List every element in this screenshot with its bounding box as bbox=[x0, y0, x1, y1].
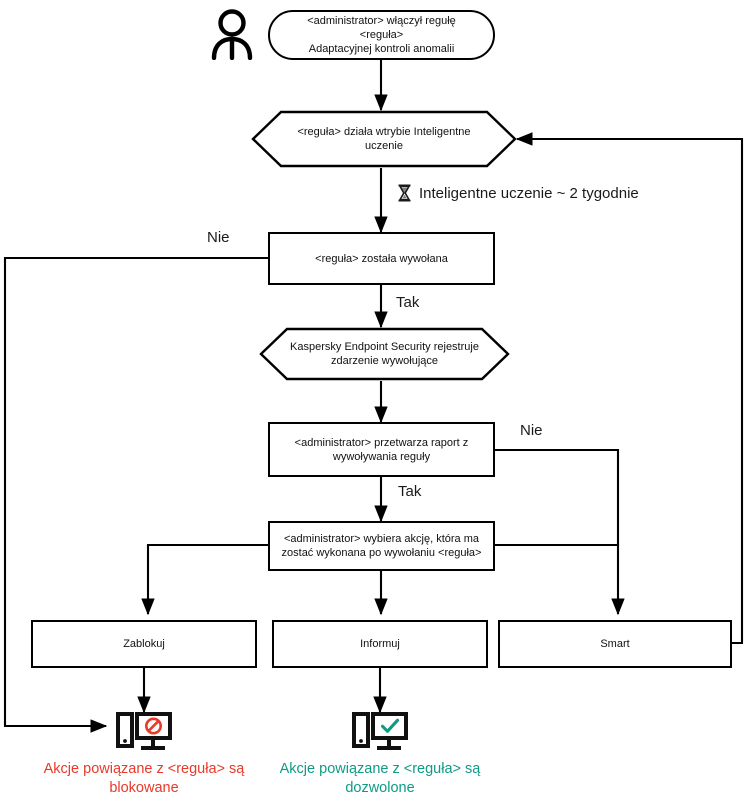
node-rule-triggered-label: <reguła> została wywołana bbox=[315, 252, 448, 265]
node-admin-action-label: <administrator> wybiera akcję, która ma … bbox=[281, 533, 482, 559]
monitor-blocked-icon bbox=[116, 712, 172, 756]
node-block-label: Zablokuj bbox=[123, 638, 165, 650]
node-smart-label: Smart bbox=[600, 638, 630, 650]
edge-smart-loop-back bbox=[515, 132, 744, 645]
edge-action-to-block bbox=[141, 543, 268, 616]
edge-label-report-no: Nie bbox=[518, 422, 545, 439]
node-admin-report-label: <administrator> przetwarza raport z wywo… bbox=[294, 436, 469, 463]
outcome-blocked-text: Akcje powiązane z <reguła> są blokowane bbox=[43, 761, 245, 796]
smart-learning-duration-label: Inteligentne uczenie ~ 2 tygodnie bbox=[397, 184, 639, 202]
node-smart-learning[interactable]: <reguła> działa wtrybie Inteligentne ucz… bbox=[251, 110, 517, 168]
edge-action-to-smart bbox=[495, 543, 625, 616]
node-kes-logs-event[interactable]: Kaspersky Endpoint Security rejestruje z… bbox=[259, 327, 510, 381]
node-start-label: <administrator> włączył regułę <reguła> … bbox=[307, 15, 456, 55]
node-admin-action[interactable]: <administrator> wybiera akcję, która ma … bbox=[268, 521, 495, 571]
node-inform[interactable]: Informuj bbox=[272, 620, 488, 668]
hexagon-shape bbox=[251, 110, 517, 168]
node-smart-learning-label: <reguła> działa wtrybie Inteligentne ucz… bbox=[297, 126, 471, 152]
monitor-allowed-icon bbox=[352, 712, 408, 756]
hexagon-shape bbox=[259, 327, 510, 381]
edge-triggered-no-to-blocked bbox=[3, 256, 268, 733]
node-start[interactable]: <administrator> włączył regułę <reguła> … bbox=[268, 10, 495, 60]
smart-learning-duration-text: Inteligentne uczenie ~ 2 tygodnie bbox=[419, 184, 639, 202]
edge-label-report-yes: Tak bbox=[396, 483, 424, 500]
node-admin-report[interactable]: <administrator> przetwarza raport z wywo… bbox=[268, 422, 495, 477]
person-icon bbox=[209, 8, 255, 61]
node-kes-logs-event-label: Kaspersky Endpoint Security rejestruje z… bbox=[290, 341, 479, 367]
node-block[interactable]: Zablokuj bbox=[31, 620, 257, 668]
outcome-allowed-text: Akcje powiązane z <reguła> są dozwolone bbox=[279, 761, 481, 796]
edge-label-triggered-no: Nie bbox=[205, 229, 232, 246]
node-rule-triggered[interactable]: <reguła> została wywołana bbox=[268, 232, 495, 285]
edge-label-triggered-yes: Tak bbox=[394, 294, 422, 311]
edge-report-no-to-smart bbox=[495, 448, 620, 545]
node-inform-label: Informuj bbox=[360, 638, 400, 650]
node-smart[interactable]: Smart bbox=[498, 620, 732, 668]
hourglass-icon bbox=[397, 184, 412, 202]
